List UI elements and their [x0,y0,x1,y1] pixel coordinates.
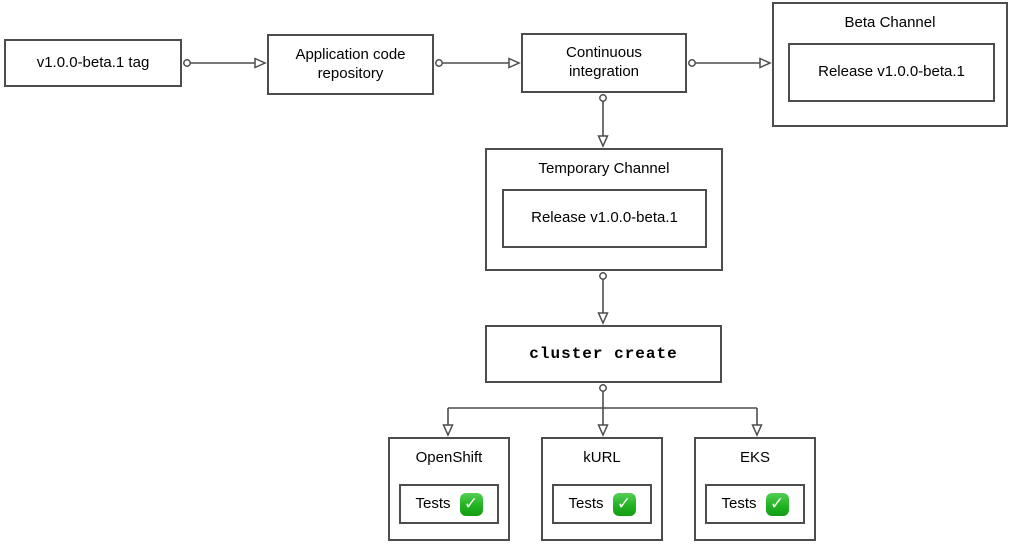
beta-channel-release-label: Release v1.0.0-beta.1 [818,63,965,81]
openshift-tests-label: Tests [415,494,451,512]
node-openshift: OpenShift Tests ✓ [388,437,510,541]
node-temporary-channel: Temporary Channel Release v1.0.0-beta.1 [485,148,723,271]
check-mark-icon: ✓ [459,492,483,516]
eks-tests-box: Tests ✓ [705,484,805,524]
node-continuous-integration: Continuous integration [521,33,687,93]
temporary-channel-release-box: Release v1.0.0-beta.1 [502,189,707,248]
version-tag-label: v1.0.0-beta.1 tag [36,53,150,71]
openshift-title: OpenShift [415,449,483,466]
node-version-tag: v1.0.0-beta.1 tag [4,39,182,87]
application-code-repository-label: Application code repository [295,45,406,82]
temporary-channel-release-label: Release v1.0.0-beta.1 [531,209,678,227]
check-mark-icon: ✓ [765,492,789,516]
node-beta-channel: Beta Channel Release v1.0.0-beta.1 [772,2,1008,127]
node-application-code-repository: Application code repository [267,34,434,95]
kurl-title: kURL [583,449,621,466]
openshift-tests-box: Tests ✓ [399,484,499,524]
beta-channel-title: Beta Channel [844,14,936,31]
node-eks: EKS Tests ✓ [694,437,816,541]
node-kurl: kURL Tests ✓ [541,437,663,541]
beta-channel-release-box: Release v1.0.0-beta.1 [788,43,995,102]
openshift-tests-row: Tests ✓ [415,492,483,516]
eks-title: EKS [739,449,770,466]
node-cluster-create: cluster create [485,325,722,383]
kurl-tests-row: Tests ✓ [568,492,636,516]
eks-tests-row: Tests ✓ [721,492,789,516]
temporary-channel-title: Temporary Channel [538,160,670,177]
cluster-create-label: cluster create [529,345,678,363]
eks-tests-label: Tests [721,494,757,512]
kurl-tests-box: Tests ✓ [552,484,652,524]
kurl-tests-label: Tests [568,494,604,512]
continuous-integration-label: Continuous integration [566,44,642,80]
check-mark-icon: ✓ [612,492,636,516]
